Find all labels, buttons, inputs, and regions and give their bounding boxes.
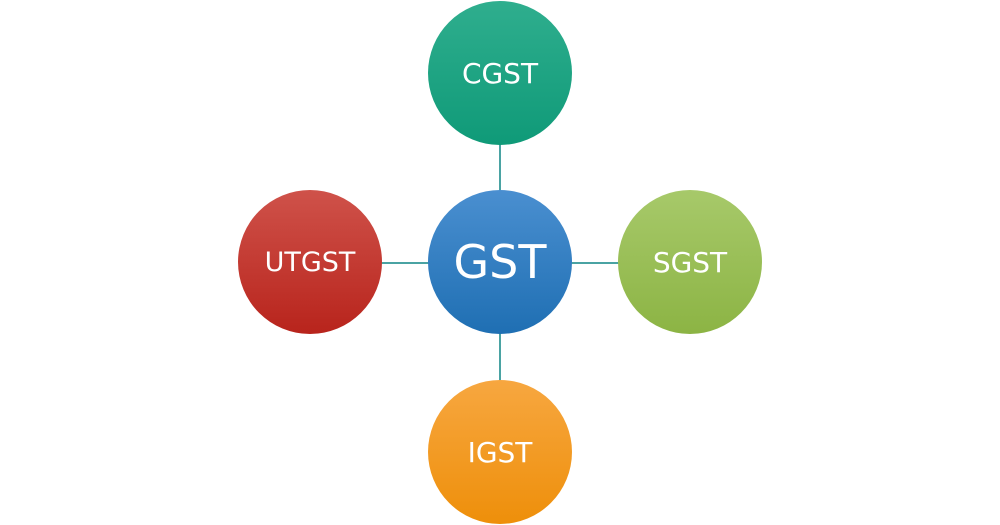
node-igst: IGST bbox=[428, 380, 572, 524]
node-utgst-label: UTGST bbox=[264, 246, 356, 278]
connector-top bbox=[499, 144, 501, 192]
node-utgst: UTGST bbox=[238, 190, 382, 334]
node-sgst-label: SGST bbox=[652, 245, 728, 279]
connector-bottom bbox=[499, 333, 501, 381]
connector-right bbox=[571, 262, 619, 264]
node-cgst: CGST bbox=[428, 1, 572, 145]
node-igst-label: IGST bbox=[467, 435, 533, 469]
connector-left bbox=[381, 262, 429, 264]
node-sgst: SGST bbox=[618, 190, 762, 334]
node-cgst-label: CGST bbox=[461, 56, 539, 90]
node-gst-label: GST bbox=[453, 235, 547, 289]
node-gst-center: GST bbox=[428, 190, 572, 334]
